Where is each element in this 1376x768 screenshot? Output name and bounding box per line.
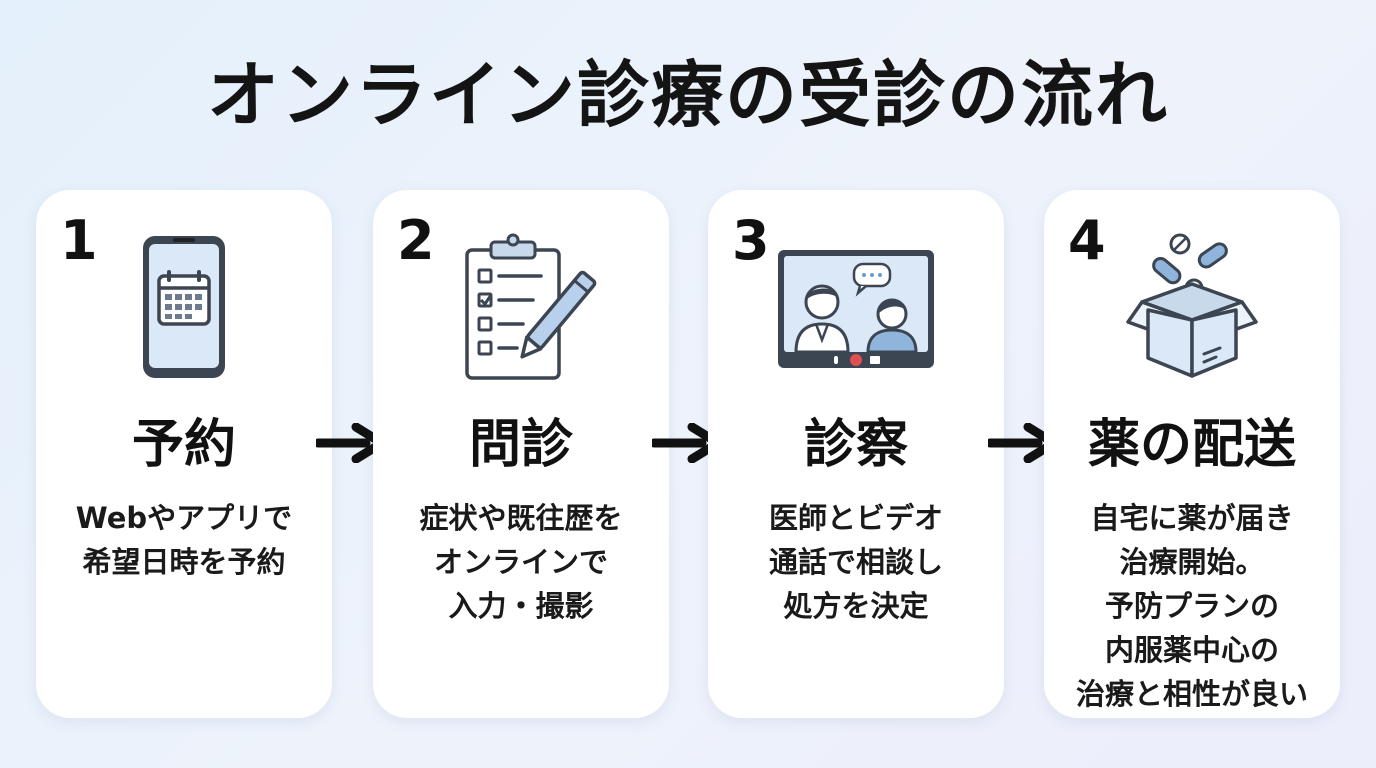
clipboard-checklist-icon [465, 233, 597, 380]
description-line: Webやアプリで [75, 501, 293, 535]
step-heading: 薬の配送 [1087, 415, 1296, 475]
step-card-reservation: 1 予約 Webやアプリで 希望日時を予約 [36, 190, 332, 718]
smartphone-calendar-icon [143, 236, 225, 378]
medicine-box-icon [1126, 233, 1258, 378]
description-line: 通話で相談し [768, 545, 943, 579]
step-description: 医師とビデオ 通話で相談し 処方を決定 [718, 496, 994, 628]
step-card-consultation: 3 診察 医師とビデオ 通話で相談し 処方を決定 [708, 190, 1004, 718]
step-card-delivery: 4 薬の配送 自宅に薬が届き 治療開始。 予防プランの 内服薬中心の 治療と相性… [1044, 190, 1340, 718]
description-line: 予防プランの [1104, 589, 1279, 623]
step-heading: 予約 [131, 415, 236, 475]
step-card-questionnaire: 2 問診 症状や既往歴を オンラインで 入力・撮影 [373, 190, 669, 718]
description-line: 医師とビデオ [768, 501, 943, 535]
step-description: 症状や既往歴を オンラインで 入力・撮影 [383, 496, 659, 628]
description-line: 治療と相性が良い [1075, 677, 1308, 711]
page-title: オンライン診療の受診の流れ [206, 53, 1169, 137]
description-line: オンラインで [433, 545, 608, 579]
description-line: 入力・撮影 [448, 589, 594, 623]
description-line: 希望日時を予約 [82, 545, 286, 579]
step-heading: 問診 [468, 415, 573, 475]
step-number: 4 [1068, 209, 1106, 272]
step-number: 3 [732, 209, 770, 272]
description-line: 症状や既往歴を [419, 501, 623, 535]
step-description: 自宅に薬が届き 治療開始。 予防プランの 内服薬中心の 治療と相性が良い [1054, 496, 1330, 716]
description-line: 治療開始。 [1119, 545, 1265, 579]
step-description: Webやアプリで 希望日時を予約 [46, 496, 322, 584]
step-number: 1 [60, 209, 98, 272]
step-number: 2 [397, 209, 435, 272]
description-line: 処方を決定 [783, 589, 929, 623]
video-call-doctor-icon [778, 250, 934, 368]
step-heading: 診察 [803, 415, 908, 475]
description-line: 内服薬中心の [1104, 633, 1279, 667]
description-line: 自宅に薬が届き [1090, 501, 1294, 535]
